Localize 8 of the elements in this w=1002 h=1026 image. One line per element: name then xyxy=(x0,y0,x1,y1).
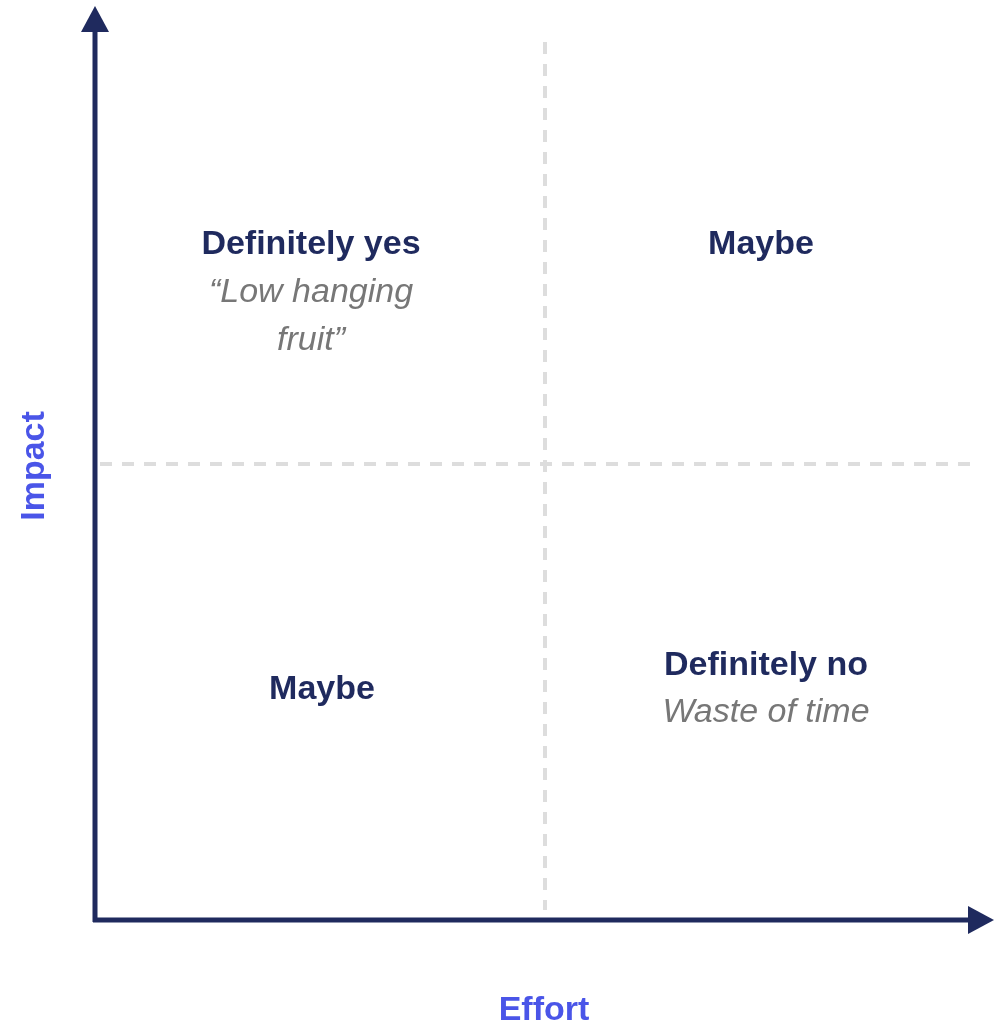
quadrant-title: Definitely no xyxy=(664,643,868,684)
quadrant-title: Maybe xyxy=(708,222,814,263)
x-axis-label: Effort xyxy=(498,988,590,1026)
quadrant-title: Maybe xyxy=(269,667,375,708)
quadrant-subtitle: “Low hanging fruit” xyxy=(207,270,415,359)
quadrant-title: Definitely yes xyxy=(201,222,421,263)
y-axis-label: Impact xyxy=(12,411,52,521)
quadrant-subtitle: Waste of time xyxy=(662,690,870,731)
